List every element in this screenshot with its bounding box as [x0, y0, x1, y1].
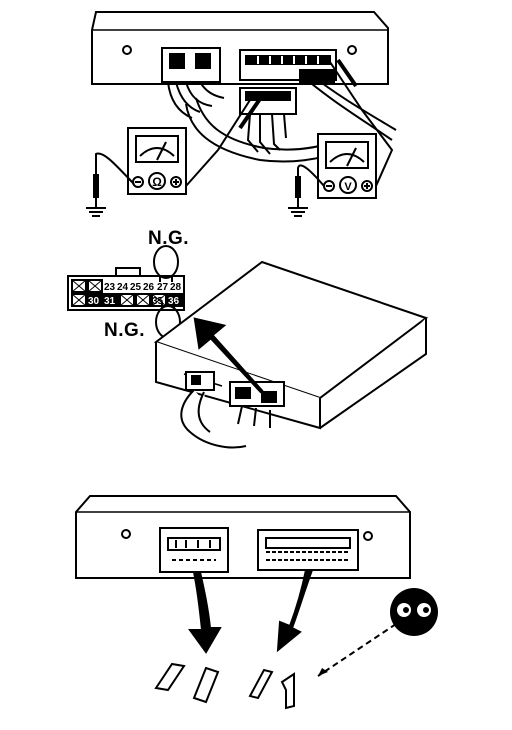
- mount-screw-icon: [363, 531, 373, 541]
- panel-terminal-inspection: [75, 495, 411, 579]
- ohm-symbol: Ω: [152, 175, 162, 189]
- inspect-eyes-icon: [390, 588, 438, 636]
- ng-label-bottom: N.G.: [104, 320, 145, 341]
- arrow-down-left-icon: [188, 571, 222, 654]
- pin-label: 36: [168, 296, 180, 307]
- panel-meter-test: [91, 11, 397, 187]
- terminal-pins: [154, 662, 295, 710]
- ecu-connector-left: [161, 47, 225, 119]
- ground-symbol-icon: [288, 198, 308, 217]
- connector-face: [67, 267, 185, 311]
- pin-label: 24: [117, 282, 129, 293]
- meter-mode-ohm-icon: [148, 172, 166, 190]
- ng-label-top: N.G.: [148, 228, 189, 249]
- ground-symbol-icon: [86, 198, 106, 217]
- pin-label: 26: [143, 282, 155, 293]
- connector-pin-labels: 23 24 25 26 27 28 30 31 35 36: [88, 282, 182, 307]
- probe-lead-ohm: [185, 99, 251, 187]
- probe-lead-volt: [329, 61, 394, 187]
- mount-screw-icon: [347, 45, 357, 55]
- pin-label: 28: [170, 282, 182, 293]
- voltmeter: V: [317, 133, 377, 199]
- terminal-pin: [248, 668, 274, 700]
- terminal-pin: [192, 666, 220, 704]
- pin-label: 35: [152, 296, 164, 307]
- pin-label: 31: [104, 296, 116, 307]
- ecu-box-isometric: [153, 260, 429, 449]
- terminal-pin: [154, 662, 186, 692]
- mount-screw-icon: [121, 529, 131, 539]
- inspect-pointer-line: [317, 623, 397, 677]
- ecu-connector-right: [239, 49, 337, 83]
- arrow-down-right-icon: [276, 569, 314, 653]
- mount-screw-icon: [122, 45, 132, 55]
- pin-label: 23: [104, 282, 116, 293]
- meter-mode-volt-icon: [339, 176, 357, 194]
- pin-label: 27: [157, 282, 169, 293]
- ground-lead-right: [297, 164, 325, 187]
- connector-socket-right: [257, 529, 359, 571]
- pin-label: 30: [88, 296, 100, 307]
- volt-symbol: V: [344, 181, 352, 193]
- arrow-to-connector-icon: [193, 317, 264, 394]
- ground-lead-left: [95, 152, 135, 185]
- ohmmeter: Ω: [127, 127, 187, 195]
- connector-socket-left: [159, 527, 229, 573]
- pin-label: 25: [130, 282, 142, 293]
- harness-plug: [239, 87, 297, 155]
- terminal-pin-bent: [280, 672, 295, 710]
